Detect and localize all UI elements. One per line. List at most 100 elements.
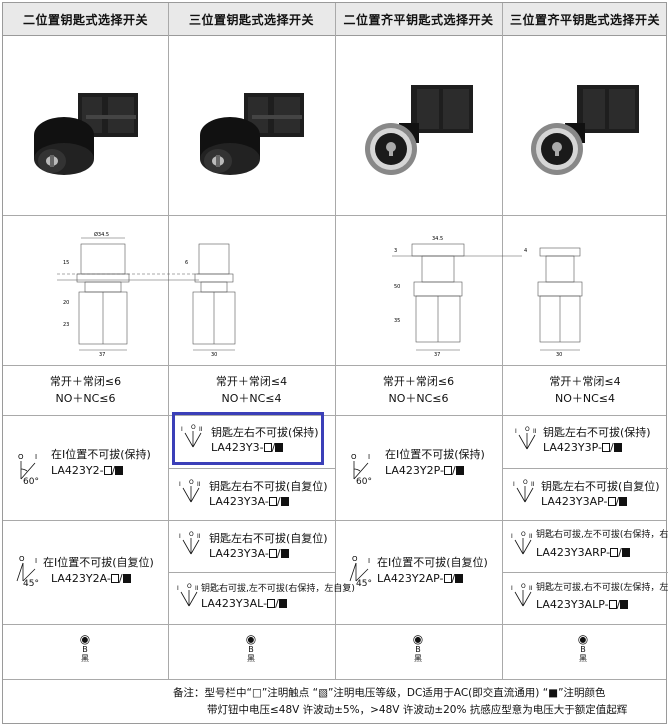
- footnote-line-1: 备注：型号栏中“□”注明触点 “▧”注明电压等级，DC适用于AC(即交直流通用)…: [173, 687, 606, 699]
- dim-label: 34.5: [432, 236, 443, 242]
- sep: /: [615, 495, 620, 508]
- pos-i-label: I: [515, 428, 517, 435]
- contact-box-icon: [268, 497, 277, 506]
- model-number: LA423Y2A-/: [51, 572, 131, 586]
- dimension-drawing-standard: Ø34.5 37 30 15 6 20 23: [3, 216, 335, 365]
- contact-cn: 常开＋常闭≤6: [49, 375, 122, 388]
- contact-en: NO＋NC≤6: [388, 392, 449, 405]
- color-dot-icon: ◉: [79, 632, 91, 646]
- contact-box-icon: [267, 599, 276, 608]
- dim-label: 50: [394, 284, 400, 290]
- item-desc: 在I位置不可拔(保持): [51, 448, 151, 461]
- color-dot-icon: ◉: [245, 632, 257, 646]
- contact-cn: 常开＋常闭≤4: [215, 375, 288, 388]
- item-desc: 钥匙左右不可拔(自复位): [209, 532, 328, 545]
- color-code: B: [415, 645, 421, 654]
- position-3-icon: I O II: [513, 479, 535, 503]
- pos-i-label: I: [368, 453, 370, 461]
- dim-label: 20: [63, 300, 69, 306]
- model-number: LA423Y2P-/: [385, 464, 464, 478]
- dimension-drawing-flush: 34.5 4 3 50 35 37 30: [335, 216, 668, 365]
- item-desc: 钥匙左右不可拔(保持): [211, 426, 319, 439]
- color-name: 黑: [414, 654, 422, 663]
- dim-label: 35: [394, 318, 400, 324]
- item-desc: 钥匙左右不可拔(自复位): [541, 480, 660, 493]
- dim-label: 37: [434, 352, 440, 356]
- sep: /: [111, 464, 116, 477]
- model-code: LA423Y3AP-: [541, 495, 608, 508]
- model-code: LA423Y2AP-: [377, 572, 444, 585]
- pos-ii-label: II: [197, 481, 201, 488]
- model-code: LA423Y3-: [211, 441, 264, 454]
- color-code: B: [248, 645, 254, 654]
- item-desc: 在I位置不可拔(保持): [385, 448, 485, 461]
- color-code: B: [580, 645, 586, 654]
- color-dot-icon: ◉: [412, 632, 424, 646]
- pos-o-label: O: [525, 426, 530, 433]
- item-desc: 钥匙左可拔,右不可拔(左保持，左自复): [536, 583, 669, 593]
- pos-ii-label: II: [533, 428, 537, 435]
- pos-ii-label: II: [529, 533, 533, 540]
- model-number: LA423Y3AL-/: [201, 597, 287, 611]
- col-title-1: 二位置钥匙式选择开关: [22, 13, 148, 27]
- pos-o-label: O: [189, 479, 194, 486]
- sep: /: [271, 441, 276, 454]
- model-number: LA423Y3A-/: [209, 495, 289, 509]
- product-photo-key-2pos: [3, 37, 168, 215]
- angle-label: 60°: [23, 477, 39, 487]
- angle-label: 45°: [23, 579, 39, 589]
- dim-label: 15: [63, 260, 69, 266]
- model-code: LA423Y3AL-: [201, 597, 268, 610]
- pos-i-label: I: [177, 585, 179, 592]
- pos-o-label: O: [18, 453, 24, 461]
- col-title-4: 三位置齐平钥匙式选择开关: [509, 13, 660, 27]
- position-3-icon: I O II: [177, 583, 199, 607]
- pos-i-label: I: [35, 453, 37, 461]
- position-2-45deg-icon: O I: [16, 555, 37, 582]
- grid-line: [502, 3, 503, 679]
- model-number: LA423Y3- /: [211, 441, 284, 455]
- dim-label: 6: [185, 260, 188, 266]
- dim-label: 30: [556, 352, 562, 356]
- model-number: LA423Y3A- /: [209, 547, 289, 561]
- position-3-icon: I O II: [511, 531, 533, 555]
- pos-i-label: I: [181, 426, 183, 433]
- pos-i-label: I: [511, 585, 513, 592]
- model-number: LA423Y3P-/: [543, 441, 622, 455]
- pos-i-label: I: [35, 557, 37, 565]
- sep: /: [276, 547, 281, 560]
- pos-o-label: O: [351, 453, 357, 461]
- pos-i-label: I: [368, 557, 370, 565]
- item-desc: 钥匙左右不可拔(自复位): [209, 480, 328, 493]
- contact-en: NO＋NC≤4: [554, 392, 615, 405]
- contact-config-col2: 常开＋常闭≤4 NO＋NC≤4: [168, 373, 335, 407]
- dim-label: 37: [99, 352, 105, 356]
- grid-line: [3, 365, 666, 366]
- grid-line: [168, 468, 335, 469]
- color-box-icon: [455, 466, 464, 475]
- position-3-icon: I O II: [179, 479, 201, 503]
- product-photo-flush-key-2pos: [335, 37, 502, 215]
- color-name: 黑: [579, 654, 587, 663]
- grid-line: [168, 3, 169, 679]
- position-2-60deg-icon: O I: [351, 453, 370, 480]
- sep: /: [616, 598, 621, 611]
- color-box-icon: [455, 574, 464, 583]
- color-box-icon: [621, 548, 630, 557]
- color-code: B: [82, 645, 88, 654]
- pos-o-label: O: [521, 583, 526, 590]
- model-code: LA423Y3A-: [209, 547, 269, 560]
- color-name: 黑: [81, 654, 89, 663]
- contact-en: NO＋NC≤4: [221, 392, 282, 405]
- pos-i-label: I: [179, 533, 181, 540]
- color-marker-col2: ◉ B 黑: [231, 633, 271, 663]
- pos-i-label: I: [511, 533, 513, 540]
- contact-config-col1: 常开＋常闭≤6 NO＋NC≤6: [3, 373, 168, 407]
- contact-box-icon: [268, 549, 277, 558]
- sep: /: [609, 441, 614, 454]
- color-marker-col4: ◉ B 黑: [563, 633, 603, 663]
- col-title-2: 三位置钥匙式选择开关: [188, 13, 314, 27]
- color-box-icon: [619, 497, 628, 506]
- pos-ii-label: II: [197, 533, 201, 540]
